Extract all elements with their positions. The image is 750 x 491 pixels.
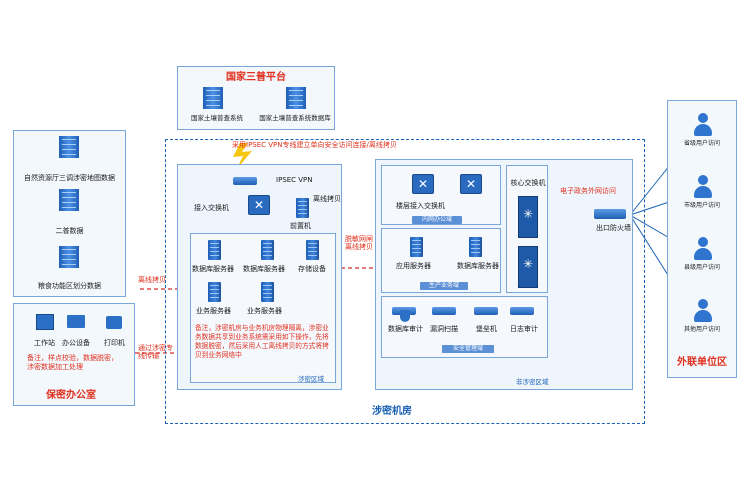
firewall-label: 出口防火墙 — [596, 224, 631, 232]
front-label: 前置机 — [290, 222, 311, 230]
secret-server-2: 数据库服务器 — [243, 265, 285, 273]
mgmt-zone: 数据库审计 漏洞扫描 堡垒机 日志审计 安全管理域 — [381, 296, 548, 358]
prod-zone: 应用服务器 数据库服务器 生产业务域 — [381, 228, 501, 293]
egov-label: 电子政务外网访问 — [560, 187, 616, 195]
office-link-label: 通过涉密专线传输 — [138, 344, 173, 361]
secret-server-group: 数据库服务器 数据库服务器 存储设备 业务服务器 业务服务器 备注，涉密机房与业… — [190, 233, 336, 383]
nonsecret-zone-label: 非涉密区域 — [516, 378, 549, 386]
office-zone: 楼层接入交换机 内网办公域 — [381, 165, 501, 225]
core-switch-icon — [518, 246, 538, 288]
switch-icon — [412, 174, 434, 194]
database-icon — [59, 246, 79, 268]
user-icon — [692, 237, 714, 261]
office-device-1: 工作站 — [34, 339, 55, 347]
office-zone-label: 内网办公域 — [412, 216, 462, 224]
vpn-note: 采用IPSEC VPN专线建立单向安全访问连接/离线拷贝 — [232, 141, 397, 149]
nonsecret-zone: 楼层接入交换机 内网办公域 应用服务器 数据库服务器 生产业务域 核心交换机 数… — [375, 159, 633, 390]
database-icon — [286, 87, 306, 109]
core-switch-label: 核心交换机 — [510, 179, 546, 187]
left-item-2: 二普数据 — [55, 227, 84, 235]
external-user-2: 市级用户访问 — [683, 202, 720, 209]
secret-server-3: 存储设备 — [298, 265, 326, 273]
mgmt-zone-label: 安全管理域 — [442, 345, 494, 353]
database-icon — [59, 189, 79, 211]
access-switch-label: 接入交换机 — [194, 204, 229, 212]
prod-zone-label: 生产业务域 — [420, 282, 468, 290]
server-icon — [203, 87, 223, 109]
left-copy-label: 离线拷贝 — [138, 276, 166, 284]
server-icon — [296, 198, 309, 218]
server-icon — [208, 282, 221, 302]
core-zone: 核心交换机 — [506, 165, 548, 293]
office-panel: 工作站 办公设备 打印机 备注，样点校验，数据脱密，涉密数据加工处理 保密办公室 — [13, 303, 135, 406]
platform-sys1: 国家土壤普查系统 — [191, 114, 243, 122]
platform-title: 国家三普平台 — [226, 72, 286, 83]
user-icon — [692, 175, 714, 199]
offline-copy-label: 离线拷贝 — [313, 195, 341, 203]
server-icon — [261, 282, 274, 302]
secret-zone: IPSEC VPN 接入交换机 离线拷贝 前置机 数据库服务器 数据库服务器 存… — [177, 164, 342, 390]
user-icon — [692, 299, 714, 323]
database-icon — [59, 136, 79, 158]
firewall-icon — [594, 209, 626, 219]
log-audit-icon — [510, 307, 534, 315]
office-title: 保密办公室 — [46, 390, 96, 401]
external-title: 外联单位区 — [677, 357, 727, 368]
vpn-device-icon — [233, 177, 257, 185]
storage-icon — [306, 240, 319, 260]
printer-icon — [106, 316, 122, 329]
office-device-3: 打印机 — [104, 339, 125, 347]
security-device-1: 数据库审计 — [388, 325, 423, 333]
server-icon — [261, 240, 274, 260]
secret-server-1: 数据库服务器 — [192, 265, 234, 273]
ferry-label: 脱敏网闸离线拷贝 — [345, 235, 373, 252]
office-note: 备注，样点校验，数据脱密，涉密数据加工处理 — [27, 354, 118, 372]
external-user-3: 县级用户访问 — [683, 264, 720, 271]
security-device-3: 堡垒机 — [476, 325, 497, 333]
security-device-4: 日志审计 — [510, 325, 538, 333]
workstation-icon — [36, 314, 54, 330]
secret-note: 备注，涉密机房与业务机房物理隔离，涉密业务数据共享到业务系统需采用如下操作，先将… — [195, 324, 329, 360]
office-device-icon — [67, 315, 85, 328]
server-icon — [208, 240, 221, 260]
security-device-2: 漏洞扫描 — [430, 325, 458, 333]
server-icon — [469, 237, 482, 257]
switch-icon — [248, 195, 270, 215]
prod-server-2: 数据库服务器 — [457, 262, 499, 270]
left-item-1: 自然资源厅三调涉密地图数据 — [24, 174, 115, 182]
vuln-scan-icon — [432, 307, 456, 315]
switch-icon — [460, 174, 482, 194]
room-label: 涉密机房 — [372, 406, 412, 417]
floor-switch-label: 楼层接入交换机 — [396, 202, 445, 210]
secret-server-4: 业务服务器 — [196, 307, 231, 315]
left-item-3: 粮食功能区划分数据 — [38, 282, 101, 290]
external-user-1: 省级用户访问 — [683, 140, 720, 147]
secret-server-5: 业务服务器 — [247, 307, 282, 315]
ipsec-label: IPSEC VPN — [276, 176, 313, 184]
external-user-4: 其他用户访问 — [683, 326, 720, 333]
national-platform-panel: 国家三普平台 国家土壤普查系统 国家土壤普查系统数据库 — [177, 66, 335, 130]
platform-sys2: 国家土壤普查系统数据库 — [259, 114, 331, 122]
secret-room-boundary — [165, 139, 645, 424]
office-device-2: 办公设备 — [62, 339, 90, 347]
lightning-icon — [233, 143, 252, 170]
secret-zone-label: 涉密区域 — [298, 375, 324, 383]
left-data-panel: 自然资源厅三调涉密地图数据 二普数据 粮食功能区划分数据 — [13, 130, 126, 297]
user-icon — [692, 113, 714, 137]
shield-icon — [400, 310, 410, 322]
bastion-icon — [474, 307, 498, 315]
server-icon — [410, 237, 423, 257]
core-switch-icon — [518, 196, 538, 238]
prod-server-1: 应用服务器 — [396, 262, 431, 270]
external-panel: 省级用户访问 市级用户访问 县级用户访问 其他用户访问 外联单位区 — [667, 100, 737, 378]
